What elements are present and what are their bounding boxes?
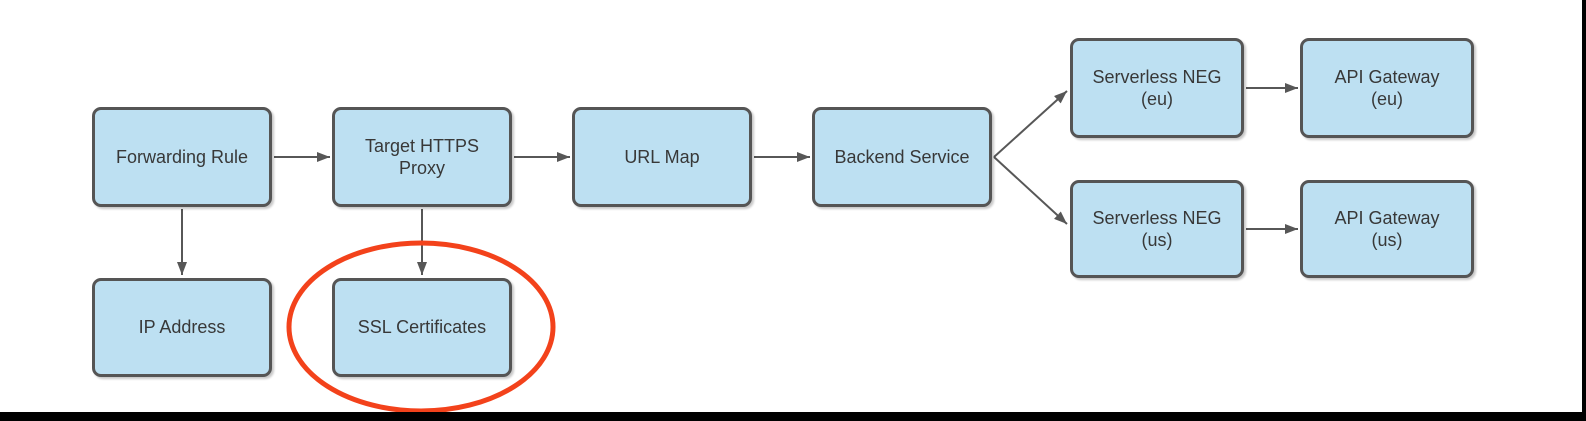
node-serverless-neg-eu: Serverless NEG (eu) bbox=[1070, 38, 1244, 138]
bottom-border-bar bbox=[0, 412, 1586, 421]
highlight-ellipse bbox=[286, 240, 556, 414]
node-label: Serverless NEG (eu) bbox=[1092, 66, 1222, 110]
node-ip-address: IP Address bbox=[92, 278, 272, 377]
node-label: URL Map bbox=[624, 146, 700, 167]
node-label: Backend Service bbox=[834, 146, 970, 167]
node-ssl-certificates: SSL Certificates bbox=[332, 278, 512, 377]
right-border-bar bbox=[1582, 0, 1586, 421]
node-label: Forwarding Rule bbox=[115, 146, 249, 167]
node-label: API Gateway (eu) bbox=[1334, 66, 1440, 110]
node-label: SSL Certificates bbox=[357, 317, 487, 338]
node-label: IP Address bbox=[138, 317, 226, 338]
node-target-https-proxy: Target HTTPS Proxy bbox=[332, 107, 512, 207]
edge-backend-service-to-serverless-neg-us bbox=[993, 156, 1068, 225]
node-backend-service: Backend Service bbox=[812, 107, 992, 207]
node-forwarding-rule: Forwarding Rule bbox=[92, 107, 272, 207]
node-serverless-neg-us: Serverless NEG (us) bbox=[1070, 180, 1244, 278]
node-api-gateway-eu: API Gateway (eu) bbox=[1300, 38, 1474, 138]
edge-backend-service-to-serverless-neg-eu bbox=[993, 90, 1068, 158]
node-api-gateway-us: API Gateway (us) bbox=[1300, 180, 1474, 278]
node-label: Target HTTPS Proxy bbox=[364, 135, 480, 179]
node-label: API Gateway (us) bbox=[1334, 207, 1440, 251]
node-url-map: URL Map bbox=[572, 107, 752, 207]
node-label: Serverless NEG (us) bbox=[1092, 207, 1222, 251]
